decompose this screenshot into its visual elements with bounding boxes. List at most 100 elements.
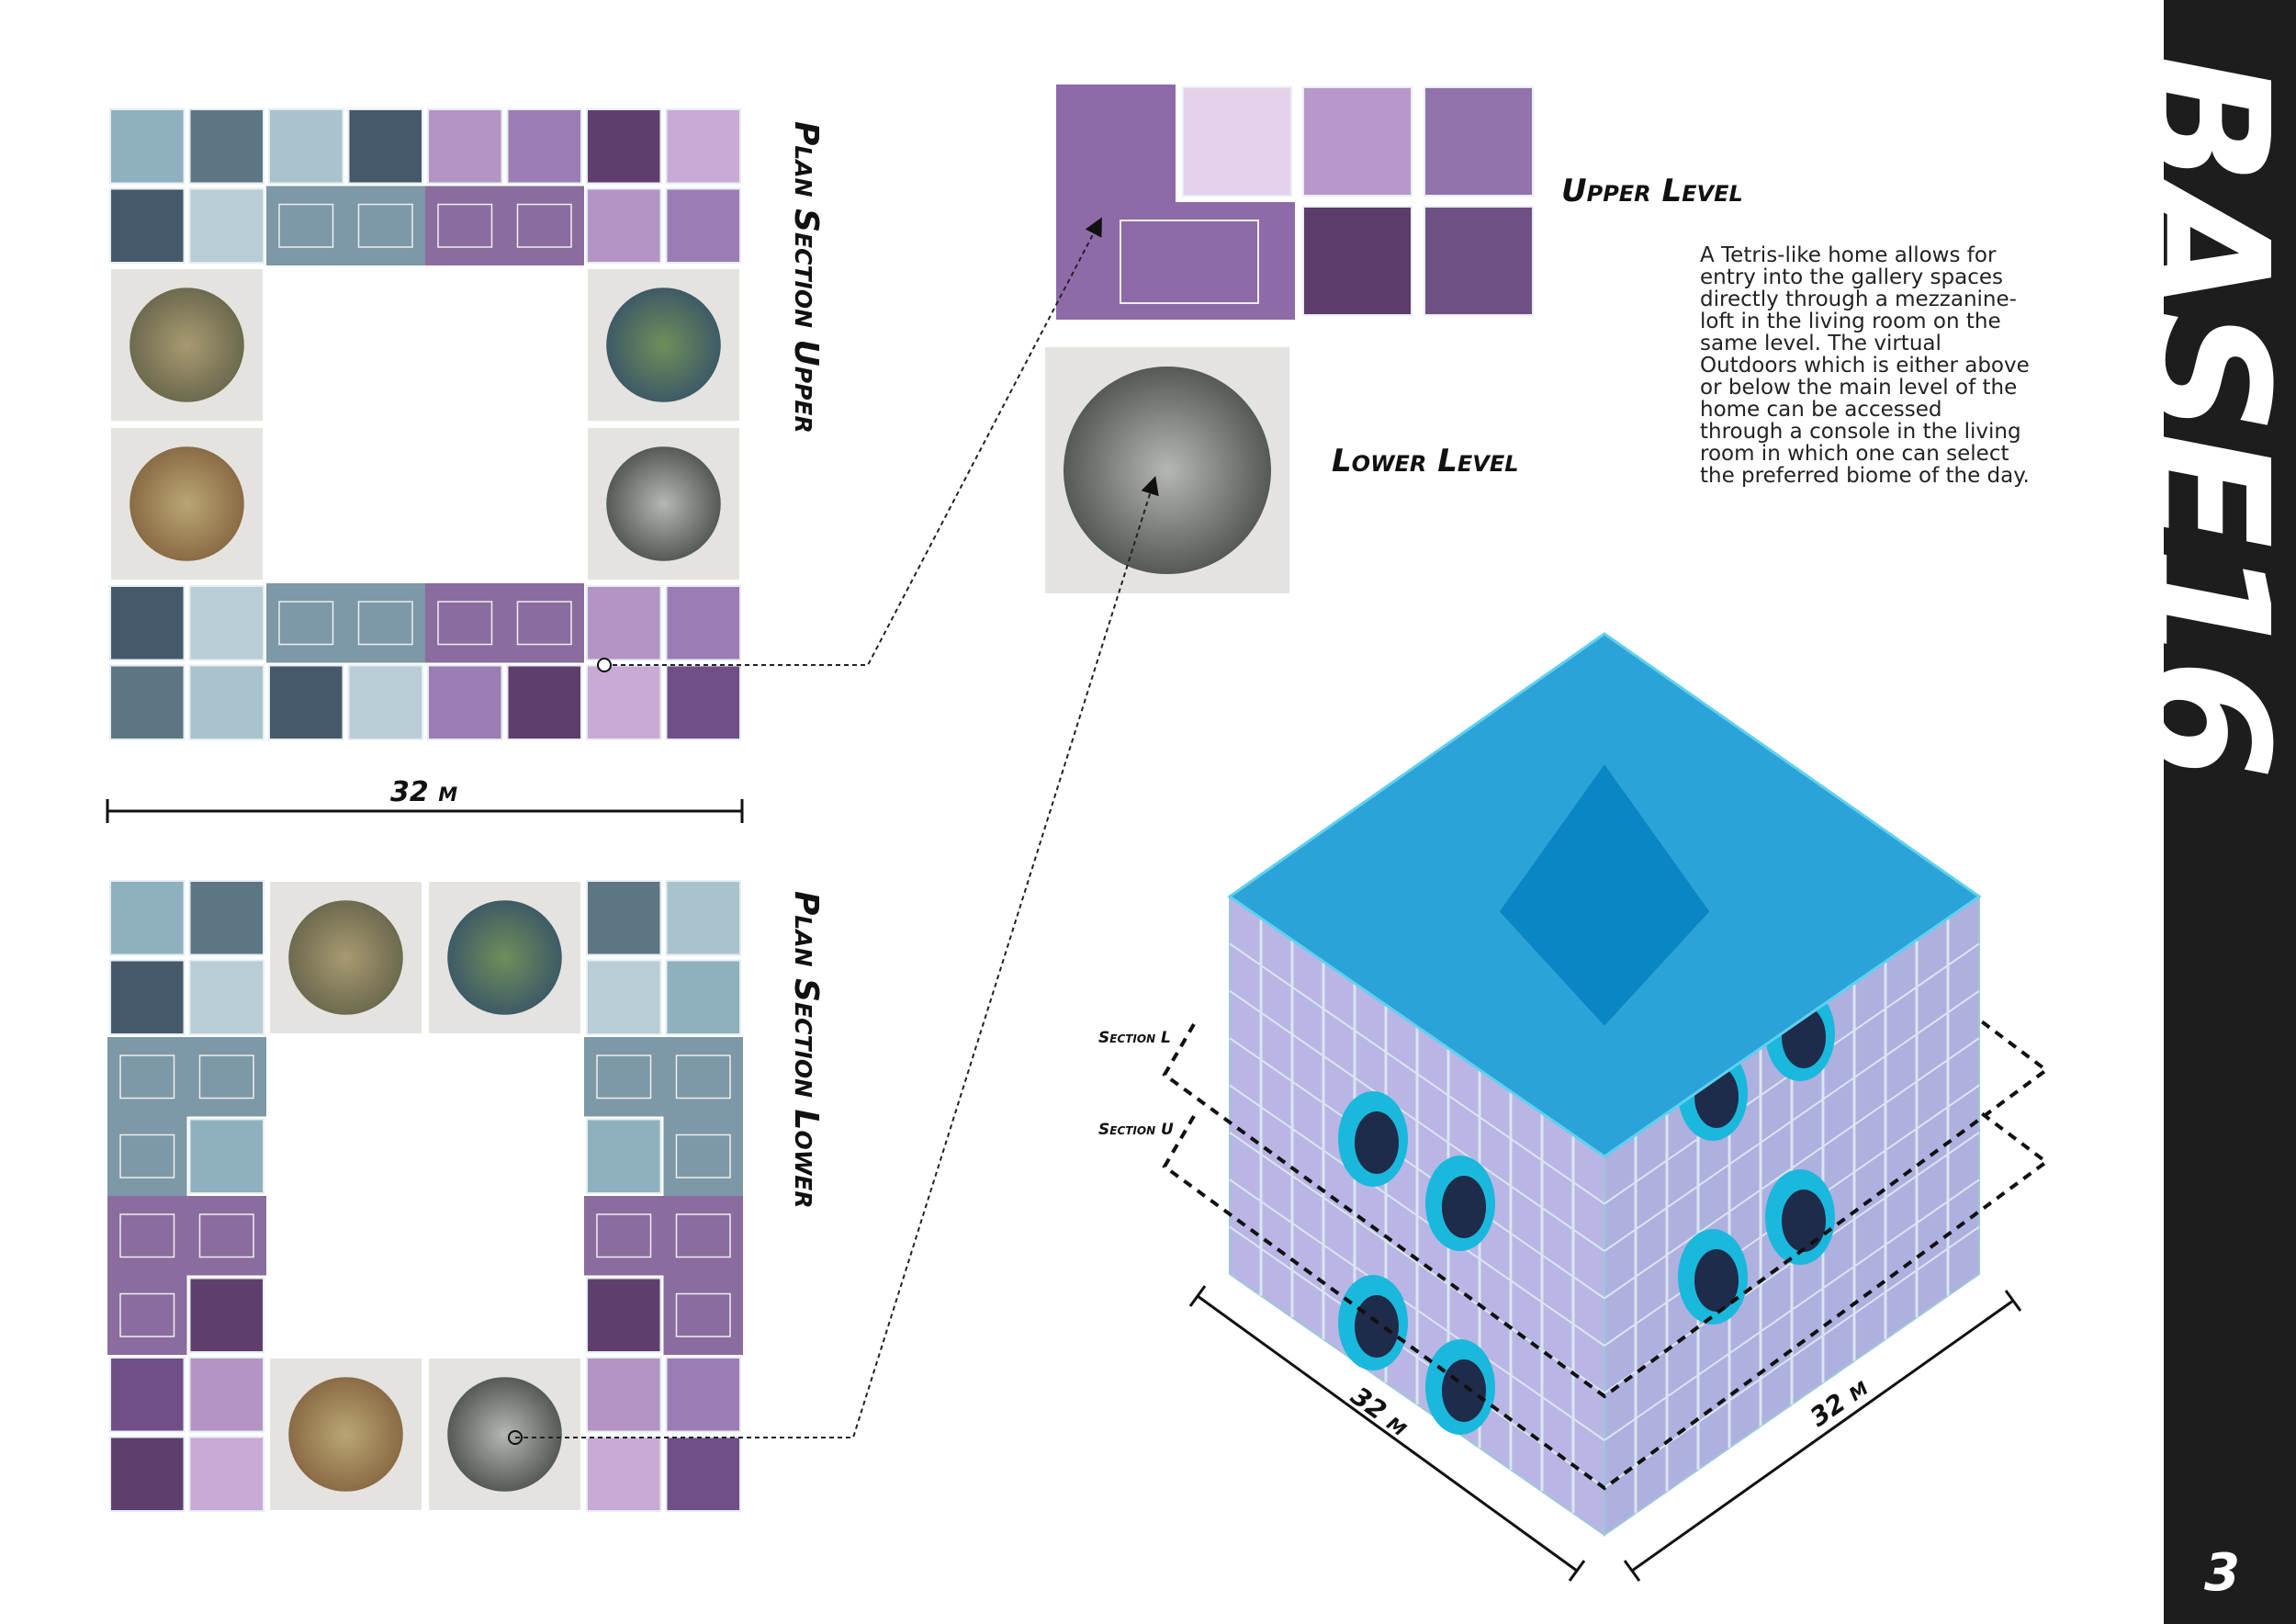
biome-circle: [447, 900, 562, 1015]
plan-upper-title: Plan Section Upper: [787, 121, 825, 434]
glass-tile-purple: [586, 585, 662, 661]
living-room-tile: [663, 1116, 743, 1196]
facade-floor-line: [1229, 1037, 1605, 1300]
biome-circle: [129, 446, 244, 561]
glass-tile: [1424, 86, 1534, 197]
rug-outline: [119, 1133, 175, 1179]
biome-circle: [447, 1377, 562, 1492]
glass-tile-purple: [586, 1357, 662, 1433]
lower-level-plan: [1045, 347, 1289, 593]
facade-floor-line: [1229, 989, 1605, 1252]
section-lines: [1162, 1018, 2050, 1491]
facade-floor-line: [1229, 1179, 1605, 1441]
rug-outline: [516, 203, 572, 248]
glass-tile-blue: [665, 959, 741, 1035]
glass-tile-purple: [586, 1277, 662, 1353]
living-room-tile: [504, 186, 584, 265]
glass-tile-blue: [188, 108, 264, 185]
axonometric-cube: [1227, 632, 1982, 1537]
upper-level-label: Upper Level: [1561, 173, 1743, 209]
glass-tile-purple: [188, 1277, 264, 1353]
glass-tile-purple: [665, 664, 741, 740]
porthole-opening: [1782, 1190, 1826, 1252]
living-room-tile: [266, 583, 346, 663]
rug-outline: [596, 1054, 652, 1100]
porthole-opening: [1355, 1295, 1399, 1358]
living-room-tile: [107, 1116, 187, 1196]
facade-floor-line: [1604, 989, 1980, 1252]
page-number: 3: [2204, 1543, 2240, 1603]
living-room-tile: [266, 186, 346, 265]
rug-outline: [437, 601, 493, 646]
living-room-tile: [663, 1275, 743, 1355]
glass-tile-blue: [347, 664, 423, 740]
plan-section-upper: [109, 108, 741, 740]
glass-tile-purple: [665, 108, 741, 185]
facade-floor-line: [1604, 1179, 1980, 1441]
scale-label: 32 m: [390, 776, 458, 808]
leader-upper-origin: [597, 658, 612, 672]
living-room-tile: [345, 186, 425, 265]
biome-circle: [1064, 367, 1271, 574]
rug-outline: [198, 1213, 254, 1258]
living-room-tile: [107, 1037, 187, 1117]
rug-outline: [198, 1054, 254, 1100]
glass-tile-purple: [586, 1436, 662, 1512]
facade-floor-line: [1229, 1132, 1605, 1394]
living-room-tile: [186, 1037, 266, 1117]
living-room-tile: [345, 583, 425, 663]
living-room-tile: [107, 1275, 187, 1355]
glass-tile-purple: [506, 108, 582, 185]
rug-outline: [1120, 220, 1259, 304]
description-text: A Tetris-like home allows for entry into…: [1700, 243, 2030, 488]
glass-tile-purple: [586, 108, 662, 185]
glass-tile-blue: [188, 585, 264, 661]
glass-tile-blue: [188, 959, 264, 1035]
glass-tile-blue: [188, 1118, 264, 1194]
section-u-label: Section U: [1098, 1121, 1174, 1139]
living-room-tile: [186, 1196, 266, 1276]
glass-tile-purple: [109, 1357, 186, 1433]
living-room-tile: [107, 1196, 187, 1276]
glass-tile-purple: [109, 1436, 186, 1512]
facade-floor-line: [1229, 1084, 1605, 1347]
living-room-tile: [504, 583, 584, 663]
biome-circle: [606, 446, 721, 561]
rug-outline: [675, 1133, 731, 1179]
rug-outline: [675, 1054, 731, 1100]
glass-tile-blue: [109, 880, 186, 956]
glass-tile-blue: [268, 108, 344, 185]
facade-floor-line: [1229, 1225, 1605, 1489]
porthole-opening: [1442, 1359, 1486, 1422]
rug-outline: [278, 601, 334, 646]
glass-tile-purple: [188, 1436, 264, 1512]
glass-tile-blue: [188, 187, 264, 264]
facade-floor-line: [1229, 942, 1605, 1205]
plan-section-lower: [107, 880, 743, 1512]
dimension-lines: [1188, 1285, 2022, 1582]
glass-tile-purple: [427, 108, 503, 185]
glass-tile-purple: [427, 664, 503, 740]
glass-tile: [1302, 206, 1412, 316]
living-room-tile: [584, 1196, 664, 1276]
glass-tile-purple: [665, 585, 741, 661]
upper-level-plan: [1056, 85, 1534, 320]
leader-lower-origin: [508, 1430, 523, 1445]
glass-tile: [1182, 86, 1292, 197]
biome-circle: [288, 900, 403, 1015]
glass-tile-blue: [347, 108, 423, 185]
sidebar-band: [2164, 0, 2296, 1624]
facade-floor-line: [1604, 1037, 1980, 1300]
rug-outline: [596, 1213, 652, 1258]
glass-tile-blue: [268, 664, 344, 740]
living-room-tile: [663, 1037, 743, 1117]
biome-circle: [129, 288, 244, 402]
roof-courtyard: [1499, 764, 1710, 1026]
glass-tile-blue: [109, 664, 186, 740]
glass-tile-purple: [586, 187, 662, 264]
glass-tile-blue: [665, 880, 741, 956]
living-room-tile: [584, 1037, 664, 1117]
living-room-tile: [425, 583, 505, 663]
